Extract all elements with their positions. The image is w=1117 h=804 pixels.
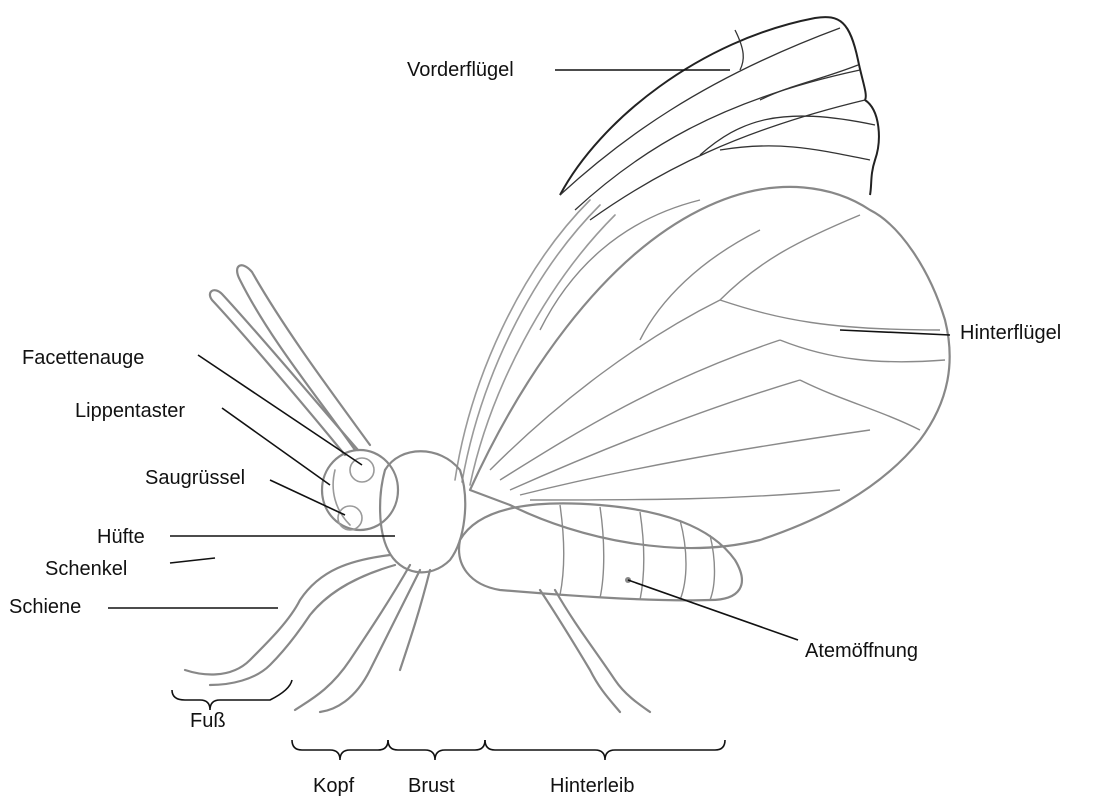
braces [172, 680, 725, 760]
brace-brust [388, 740, 485, 760]
label-hinterfluegel: Hinterflügel [960, 322, 1061, 344]
leader-hinterfluegel [840, 330, 950, 335]
antennae [210, 265, 370, 455]
hindwing [470, 187, 950, 548]
label-lippentaster: Lippentaster [75, 400, 185, 422]
forewing [560, 17, 879, 220]
leader-schenkel [170, 558, 215, 563]
brace-fuss [172, 680, 292, 710]
head [322, 450, 398, 530]
abdomen [459, 503, 742, 600]
label-facettenauge: Facettenauge [22, 347, 144, 369]
label-huefte: Hüfte [97, 526, 145, 548]
label-kopf: Kopf [313, 775, 354, 797]
label-schiene: Schiene [9, 596, 81, 618]
legs [185, 555, 650, 712]
label-fuss: Fuß [190, 710, 226, 732]
brace-hinterleib [485, 740, 725, 760]
label-atemoeffnung: Atemöffnung [805, 640, 918, 662]
brace-kopf [292, 740, 388, 760]
label-brust: Brust [408, 775, 455, 797]
label-saugruessel: Saugrüssel [145, 467, 245, 489]
wing-base [455, 200, 615, 485]
label-schenkel: Schenkel [45, 558, 127, 580]
leader-lines [108, 70, 950, 640]
label-hinterleib: Hinterleib [550, 775, 634, 797]
label-vorderfluegel: Vorderflügel [407, 59, 514, 81]
